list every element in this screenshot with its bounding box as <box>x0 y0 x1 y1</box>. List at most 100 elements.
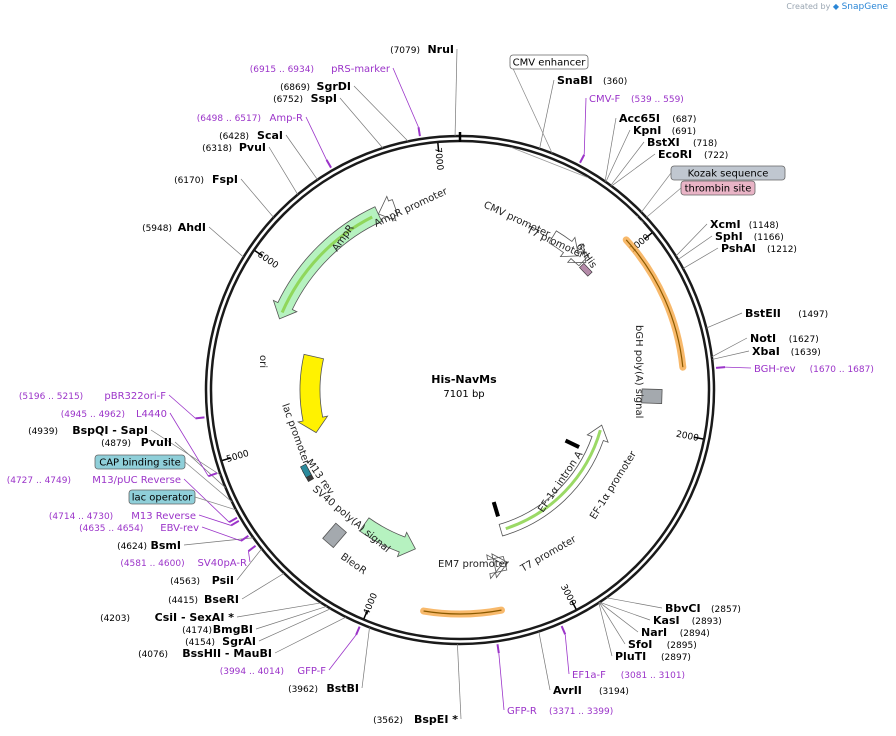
enzyme-leader <box>258 608 331 642</box>
enzyme-leader <box>675 223 708 257</box>
enzyme-bseri[interactable]: BseRI <box>204 593 239 606</box>
primer-site-mark <box>560 625 567 635</box>
enzyme-nari[interactable]: NarI <box>641 626 667 639</box>
primer-range: (3994 .. 4014) <box>220 667 284 677</box>
primer-leader <box>201 526 242 542</box>
boxed-label-kozak-sequence[interactable]: Kozak sequence <box>688 169 769 180</box>
ruler-label: 4000 <box>362 592 380 617</box>
enzyme-noti[interactable]: NotI <box>750 332 776 345</box>
enzyme-psii[interactable]: PsiI <box>212 574 234 587</box>
primer-range: (3371 .. 3399) <box>549 707 613 717</box>
enzyme-pvui[interactable]: PvuI <box>239 141 266 154</box>
primer-gfp-r[interactable]: GFP-R <box>507 706 537 717</box>
enzyme-position: (6428) <box>219 132 249 142</box>
primer-site-mark <box>240 534 249 542</box>
boxed-label-lac-operator[interactable]: lac operator <box>132 493 193 504</box>
feature-cds-line <box>625 239 684 368</box>
enzyme-fspi[interactable]: FspI <box>212 173 238 186</box>
enzyme-sphi[interactable]: SphI <box>715 230 743 243</box>
enzyme-scai[interactable]: ScaI <box>257 129 283 142</box>
plasmid-backbone <box>204 132 716 646</box>
enzyme-bspqi-sapi[interactable]: BspQI - SapI <box>72 424 148 437</box>
enzyme-position: (2857) <box>711 605 741 615</box>
primer-bgh-rev[interactable]: BGH-rev <box>754 364 796 375</box>
enzyme-xbai[interactable]: XbaI <box>752 345 780 358</box>
enzyme-leader <box>604 117 617 182</box>
enzyme-leader <box>274 616 347 654</box>
enzyme-kpni[interactable]: KpnI <box>633 124 661 137</box>
feature-label-bleor: BleoR <box>338 551 368 577</box>
enzyme-ahdi[interactable]: AhdI <box>178 221 206 234</box>
enzyme-pvuii[interactable]: PvuII <box>141 436 172 449</box>
primer-l4440[interactable]: L4440 <box>136 409 167 420</box>
ruler-label: 6000 <box>255 250 280 271</box>
primer-sv40pa-r[interactable]: SV40pA-R <box>198 558 247 569</box>
primer-range: (4635 .. 4654) <box>79 524 143 534</box>
boxed-label-leader <box>509 61 553 154</box>
enzyme-leader <box>711 337 748 358</box>
enzyme-kasi[interactable]: KasI <box>653 614 680 627</box>
primer-gfp-f[interactable]: GFP-F <box>297 666 326 677</box>
feature-t7-promoter <box>566 243 590 267</box>
enzyme-sspi[interactable]: SspI <box>311 92 337 105</box>
primer-range: (539 .. 559) <box>631 95 684 105</box>
primer-ebv-rev[interactable]: EBV-rev <box>160 523 199 534</box>
enzyme-bstbi[interactable]: BstBI <box>326 682 359 695</box>
enzyme-snabi[interactable]: SnaBI <box>557 74 593 87</box>
enzyme-bspei[interactable]: BspEI * <box>414 713 458 726</box>
enzyme-bbvci[interactable]: BbvCI <box>665 602 701 615</box>
boxed-label-cmv-enhancer[interactable]: CMV enhancer <box>513 58 587 69</box>
enzyme-bsteii[interactable]: BstEII <box>745 307 781 320</box>
feature-ampr-promoter <box>377 195 399 222</box>
enzyme-csii-sexai[interactable]: CsiI - SexAI * <box>155 611 235 624</box>
primer-cmv-f[interactable]: CMV-F <box>589 94 620 105</box>
enzyme-position: (1497) <box>798 310 828 320</box>
enzyme-pshai[interactable]: PshAI <box>721 242 756 255</box>
enzyme-ecori[interactable]: EcoRI <box>658 148 692 161</box>
boxed-label-frame <box>94 454 186 470</box>
enzyme-acc65i[interactable]: Acc65I <box>619 112 660 125</box>
enzyme-bsshii-maubi[interactable]: BssHII - MauBI <box>182 647 272 660</box>
enzyme-pluti[interactable]: PluTI <box>615 650 646 663</box>
feature-label-t7-promoter: T7 promoter <box>518 534 579 575</box>
primer-site-mark <box>208 472 218 478</box>
feature-label-bgh-poly-a-signal: bGH poly(A) signal <box>633 325 644 418</box>
primer-prs-marker[interactable]: pRS-marker <box>331 64 391 75</box>
primer-site-mark <box>355 626 361 636</box>
primer-amp-r[interactable]: Amp-R <box>270 113 304 124</box>
primer-site-mark <box>230 519 240 527</box>
boxed-label-thrombin-site[interactable]: thrombin site <box>685 184 752 195</box>
enzyme-leader <box>611 153 656 187</box>
primer-m13-reverse[interactable]: M13 Reverse <box>131 511 196 522</box>
primer-site-mark <box>417 127 421 137</box>
enzyme-position: (6752) <box>273 95 303 105</box>
enzyme-bstxi[interactable]: BstXI <box>647 136 680 149</box>
enzyme-xcmi[interactable]: XcmI <box>710 218 741 231</box>
enzyme-avrii[interactable]: AvrII <box>553 684 582 697</box>
enzyme-position: (2894) <box>680 629 710 639</box>
enzyme-leader <box>454 48 458 137</box>
enzyme-position: (1148) <box>749 221 779 231</box>
enzyme-bmgbi[interactable]: BmgBI <box>213 623 253 636</box>
primer-m13-puc-reverse[interactable]: M13/pUC Reverse <box>92 475 181 486</box>
plasmid-name: His-NavMs <box>431 373 497 386</box>
feature-label-t7-promoter: T7 promoter <box>524 224 587 261</box>
enzyme-sgrdi[interactable]: SgrDI <box>317 80 351 93</box>
enzyme-bsmi[interactable]: BsmI <box>151 539 182 552</box>
feature-bleor <box>359 517 416 558</box>
primer-pbr322ori-f[interactable]: pBR322ori-F <box>104 391 166 402</box>
primer-ef1a-f[interactable]: EF1a-F <box>572 670 606 681</box>
enzyme-nrui[interactable]: NruI <box>427 43 454 56</box>
feature-lac-promoter <box>300 463 312 478</box>
enzyme-sfoi[interactable]: SfoI <box>628 638 652 651</box>
enzyme-sgrai[interactable]: SgrAI <box>222 635 256 648</box>
enzyme-position: (3962) <box>288 685 318 695</box>
enzyme-leader <box>610 141 645 186</box>
boxed-label-cap-binding-site[interactable]: CAP binding site <box>99 458 181 469</box>
feature-layer <box>272 146 687 618</box>
enzyme-leader <box>677 235 713 260</box>
primer-site-mark <box>228 516 238 524</box>
enzyme-leader <box>682 247 719 269</box>
boxed-label-leader <box>641 172 672 213</box>
primer-range: (4945 .. 4962) <box>61 410 125 420</box>
